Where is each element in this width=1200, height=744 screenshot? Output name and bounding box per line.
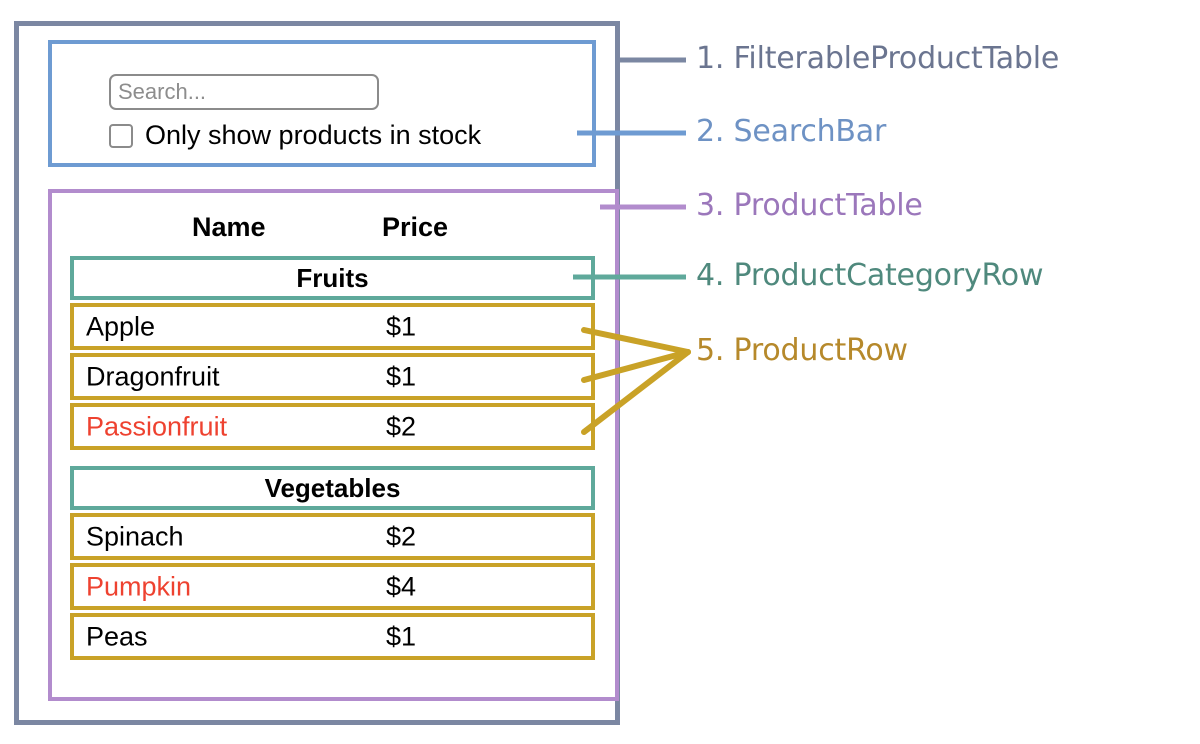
search-input[interactable]	[109, 74, 379, 110]
product-row: Peas $1	[70, 613, 595, 660]
category-label: Fruits	[296, 262, 369, 293]
search-bar: Only show products in stock	[48, 40, 596, 167]
product-category-row: Fruits	[70, 256, 595, 300]
product-price: $2	[386, 521, 417, 551]
product-row: Spinach $2	[70, 513, 595, 560]
product-name: Spinach	[86, 521, 184, 551]
product-row: Pumpkin $4	[70, 563, 595, 610]
annotation-label-product-table: 3. ProductTable	[696, 188, 923, 223]
annotation-label-filterable-product-table: 1. FilterableProductTable	[696, 41, 1060, 76]
product-price: $1	[386, 361, 417, 391]
column-header-price: Price	[382, 211, 449, 242]
product-table-header-row: Name Price	[52, 205, 615, 249]
product-price: $1	[386, 311, 417, 341]
product-name: Dragonfruit	[86, 361, 220, 391]
category-group-spacer	[70, 453, 595, 466]
annotation-label-product-category-row: 4. ProductCategoryRow	[696, 258, 1044, 293]
product-row: Apple $1	[70, 303, 595, 350]
product-price: $2	[386, 411, 417, 441]
product-row: Dragonfruit $1	[70, 353, 595, 400]
annotation-label-search-bar: 2. SearchBar	[696, 114, 887, 149]
column-header-name: Name	[192, 211, 266, 242]
filterable-product-table-frame: Only show products in stock Name Price F…	[14, 21, 620, 725]
only-in-stock-label: Only show products in stock	[145, 120, 482, 150]
product-row: Passionfruit $2	[70, 403, 595, 450]
stock-filter-row[interactable]: Only show products in stock	[109, 122, 481, 149]
product-table-body: Fruits Apple $1 Dragonfruit $1 Passionfr…	[70, 256, 595, 663]
category-label: Vegetables	[264, 472, 401, 503]
product-price: $4	[386, 571, 417, 601]
product-name: Peas	[86, 621, 148, 651]
product-price: $1	[386, 621, 417, 651]
product-category-row: Vegetables	[70, 466, 595, 510]
product-table: Name Price Fruits Apple $1 Dragonfruit $…	[48, 189, 619, 701]
product-name: Apple	[86, 311, 156, 341]
product-name: Pumpkin	[86, 571, 192, 601]
product-name: Passionfruit	[86, 411, 228, 441]
annotation-label-product-row: 5. ProductRow	[696, 333, 908, 368]
only-in-stock-checkbox[interactable]	[109, 123, 133, 148]
